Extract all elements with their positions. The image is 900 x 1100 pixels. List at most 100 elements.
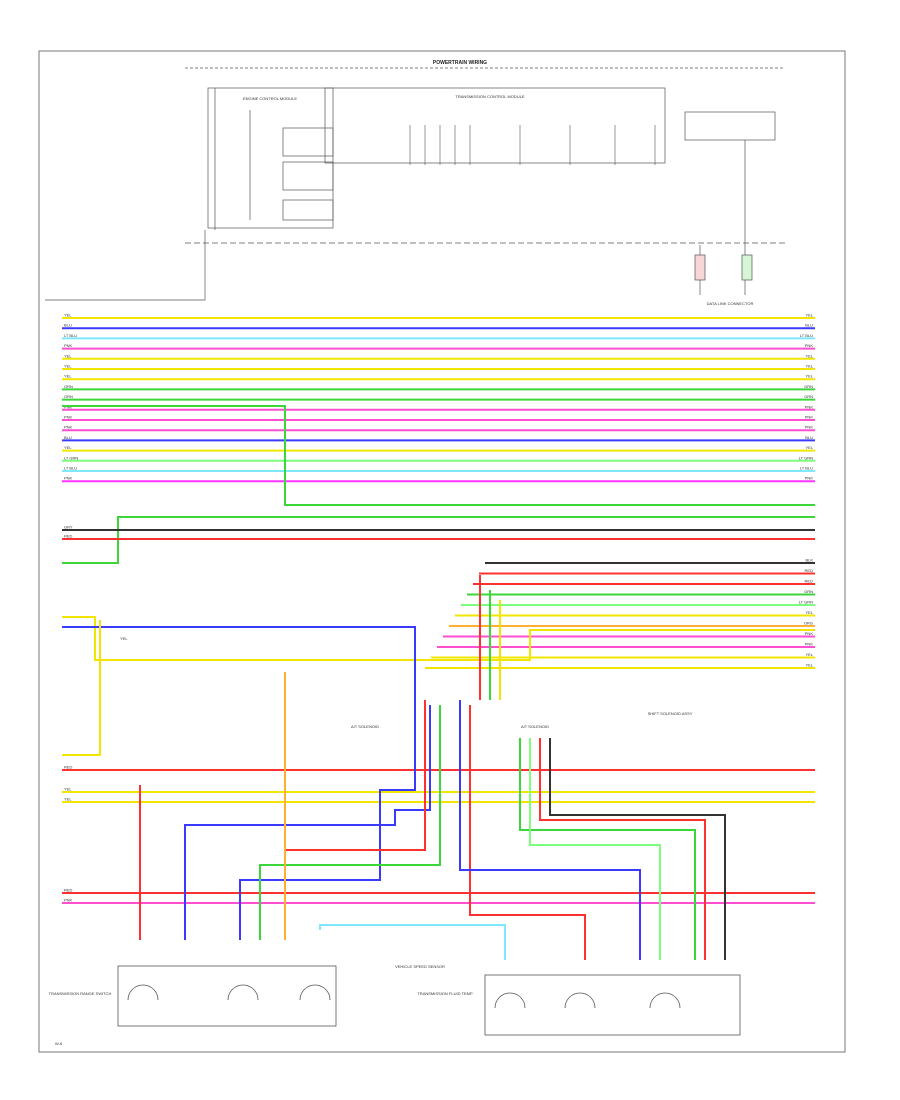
left-component-box — [117, 965, 337, 1027]
harness-wire-6-right-label: YEL — [805, 364, 813, 369]
harness-wire-14-label: YEL — [64, 445, 72, 450]
gauge-arc-4 — [494, 992, 526, 1009]
harness-wire-2-label: BLU — [64, 323, 72, 328]
harness-wire-11-label: PNK — [64, 415, 73, 420]
green-crosslink-wire — [62, 405, 815, 506]
harness-wire-1-label: YEL — [64, 313, 72, 318]
diagram-frame — [38, 50, 846, 1053]
connector-label: DATA LINK CONNECTOR — [707, 301, 754, 306]
bus-wire-4-label: RED — [64, 888, 73, 893]
harness-wire-8-label: GRN — [64, 384, 73, 389]
harness-wire-16-right-label: LT BLU — [800, 466, 813, 471]
harness-wire-13-label: BLU — [64, 435, 72, 440]
drop-blue-right — [459, 700, 641, 960]
feeder-label: YEL — [120, 636, 128, 641]
solenoid-label-a: A/T SOLENOID — [351, 724, 379, 729]
right-bundle-wire-8-label: PNK — [805, 631, 814, 636]
harness-wire-6-label: YEL — [64, 364, 72, 369]
harness-wire-15-right-label: LT GRN — [799, 455, 813, 460]
harness-wire-17-right-label: PNK — [805, 476, 814, 481]
module-area — [45, 67, 785, 301]
harness-wire-9-right-label: GRN — [804, 394, 813, 399]
harness-wire-4-right-label: PNK — [805, 343, 814, 348]
right-bundle-wire-10-label: YEL — [805, 652, 813, 657]
drop-red-far — [539, 738, 706, 960]
lower-wire-group: GRY RED — [62, 525, 815, 540]
harness-wire-13-right-label: BLU — [805, 435, 813, 440]
drop-green-right — [519, 738, 696, 960]
gauge-arc-5 — [564, 992, 596, 1009]
gauge-arc-6 — [649, 992, 681, 1009]
right-component-label: TRANSMISSION FLUID TEMP — [417, 991, 473, 996]
harness-wire-12-label: PNK — [64, 425, 73, 430]
harness-wire-14-right-label: YEL — [805, 445, 813, 450]
dlc-block — [684, 111, 776, 141]
center-note: SHIFT SOLENOID ASSY — [648, 711, 693, 716]
harness-wire-5-label: YEL — [64, 353, 72, 358]
drop-lightgreen-right — [529, 738, 661, 960]
right-bundle-wire-9-label: PNK — [805, 642, 814, 647]
gauge-arc-2 — [227, 984, 259, 1001]
harness-wire-15-label: LT GRN — [64, 455, 78, 460]
ecm-block — [207, 87, 334, 229]
harness-wire-7-label: YEL — [64, 374, 72, 379]
dlc-pin-a — [694, 254, 706, 281]
gauge-arc-3 — [299, 984, 331, 1001]
bus-wire-1-label: RED — [64, 765, 73, 770]
lower-wire-1-label: GRY — [64, 525, 73, 530]
ecm-subblock-c — [282, 199, 334, 221]
right-component-box — [484, 974, 741, 1036]
component-drops — [139, 575, 726, 960]
ecm-subblock-b — [282, 161, 334, 191]
harness-wire-11-right-label: PNK — [805, 415, 814, 420]
right-bundle-wire-7-label: ORG — [804, 621, 813, 626]
bus-wire-5-label: PNK — [64, 898, 73, 903]
harness-wire-16-label: LT BLU — [64, 466, 77, 471]
ecm-subblock-a — [282, 127, 334, 157]
tcm-switch-strip — [409, 125, 656, 165]
module-label: ENGINE CONTROL MODULE — [243, 96, 297, 101]
left-component-label: TRANSMISSION RANGE SWITCH — [49, 991, 112, 996]
harness-wire-4-label: PNK — [64, 343, 73, 348]
drop-black-far — [549, 738, 726, 960]
left-yellow-return — [62, 620, 101, 756]
harness-wire-17-label: PNK — [64, 476, 73, 481]
harness-wire-7-right-label: YEL — [805, 374, 813, 379]
right-bundle-wire-4-label: GRN — [804, 589, 813, 594]
bottom-components — [117, 965, 741, 1036]
drop-green-left — [259, 705, 441, 940]
harness-wire-10-right-label: PNK — [805, 404, 814, 409]
right-bundle-wire-2-label: RED — [805, 568, 814, 573]
controller-label: TRANSMISSION CONTROL MODULE — [455, 94, 525, 99]
harness-wire-1-right-label: YEL — [805, 313, 813, 318]
lower-wire-2-label: RED — [64, 534, 73, 539]
drop-blue-left — [239, 705, 416, 940]
drop-cyan-center — [319, 924, 506, 960]
bus-wire-group: RED YEL YEL RED PNK — [62, 765, 815, 904]
harness-wire-3-label: LT BLU — [64, 333, 77, 338]
drop-red-right — [469, 705, 586, 960]
footer-code: W-6 — [55, 1041, 63, 1046]
dlc-pin-b — [741, 254, 753, 281]
drop-blue-outer — [184, 705, 431, 940]
tcm-block — [324, 87, 666, 164]
gauge-arc-1 — [127, 984, 159, 1001]
left-yellow-feeder — [62, 616, 815, 661]
right-bundle-wire-5-label: LT GRN — [799, 600, 813, 605]
bus-wire-3-label: YEL — [64, 797, 72, 802]
diagram-title: POWERTRAIN WIRING — [433, 60, 487, 66]
right-bundle-wire-3-label: RED — [805, 579, 814, 584]
right-bundle-wire-11-label: YEL — [805, 663, 813, 668]
harness-wire-3-right-label: LT BLU — [800, 333, 813, 338]
solenoid-label-b: A/T SOLENOID — [521, 724, 549, 729]
harness-wire-9-label: GRN — [64, 394, 73, 399]
bus-wire-2-label: YEL — [64, 787, 72, 792]
harness-wire-2-right-label: BLU — [805, 323, 813, 328]
left-blue-feeder — [62, 626, 416, 705]
harness-wire-12-right-label: PNK — [805, 425, 814, 430]
harness-wire-8-right-label: GRN — [804, 384, 813, 389]
center-component-label: VEHICLE SPEED SENSOR — [395, 964, 445, 969]
harness-wire-5-right-label: YEL — [805, 353, 813, 358]
